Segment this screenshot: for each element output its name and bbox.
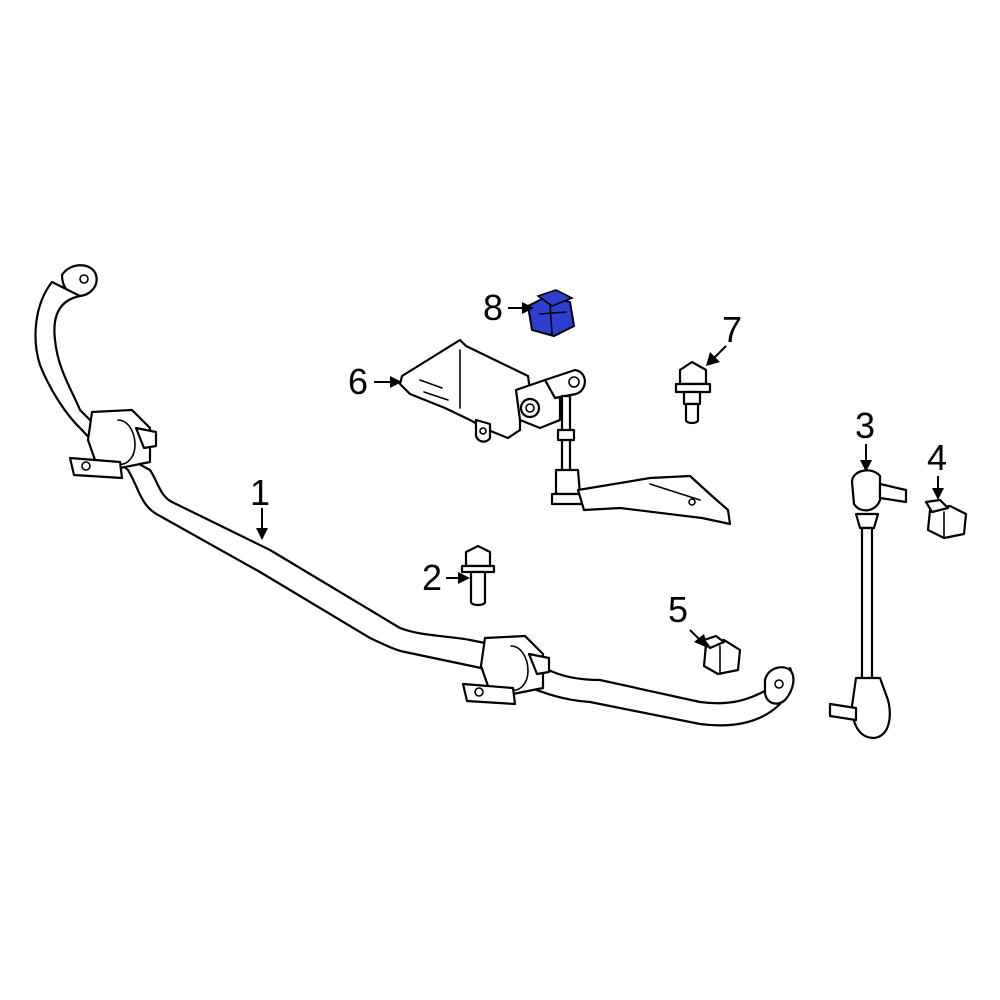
callout-4: 4: [927, 437, 947, 500]
callout-2: 2: [422, 557, 470, 598]
callout-3: 3: [855, 405, 875, 472]
nut-part-5[interactable]: [702, 634, 742, 676]
callout-7: 7: [706, 309, 742, 366]
callout-label-6: 6: [348, 361, 368, 402]
callout-label-2: 2: [422, 557, 442, 598]
nut-part-8-highlighted[interactable]: [526, 289, 576, 338]
callout-label-3: 3: [855, 405, 875, 446]
callout-1: 1: [250, 472, 270, 540]
callout-label-7: 7: [722, 309, 742, 350]
bolt-part-7[interactable]: [674, 360, 712, 425]
callout-label-1: 1: [250, 472, 270, 513]
nut-part-4[interactable]: [924, 498, 968, 540]
callout-label-5: 5: [668, 589, 688, 630]
stabilizer-link[interactable]: [828, 469, 908, 740]
callout-label-8: 8: [483, 287, 503, 328]
bolt-part-2[interactable]: [460, 544, 496, 607]
callout-6: 6: [348, 361, 402, 402]
stabilizer-bar[interactable]: [34, 264, 795, 727]
callout-label-4: 4: [927, 437, 947, 478]
callout-5: 5: [668, 589, 708, 648]
level-sensor-assembly[interactable]: [398, 338, 732, 526]
callout-8: 8: [483, 287, 534, 328]
